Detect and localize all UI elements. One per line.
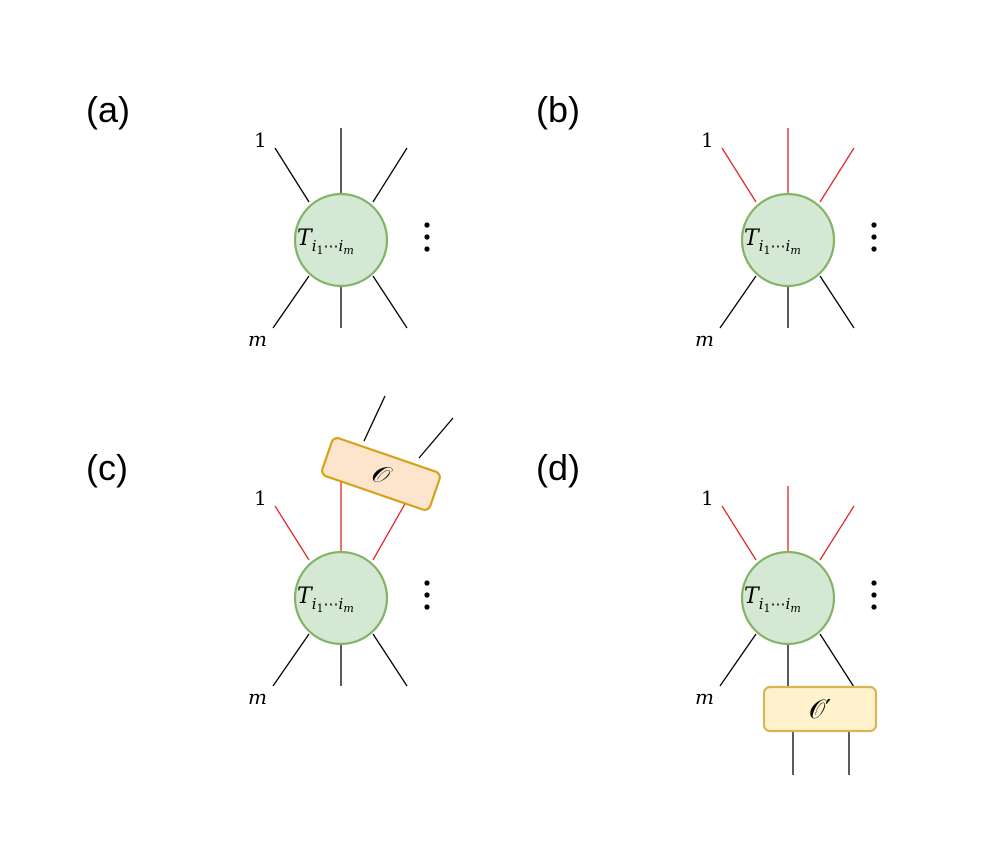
leg-bottom-right <box>819 275 855 329</box>
vertical-ellipsis-icon <box>424 222 430 252</box>
tensor-node <box>740 192 836 288</box>
panel-label-b: (b) <box>536 89 580 130</box>
leg-top-left <box>721 505 757 561</box>
leg-top-right <box>372 501 407 561</box>
leg-bottom-right <box>819 633 855 688</box>
panel-c: (c) 𝒪 Ti1⋯im 1 m <box>86 395 454 709</box>
operator-box: 𝒪 <box>321 437 441 511</box>
leg-top-right <box>372 147 408 203</box>
panel-label-c: (c) <box>86 447 128 488</box>
leg-top-right <box>819 147 855 203</box>
operator-label: 𝒪′ <box>809 695 831 725</box>
leg-bottom-left <box>272 275 310 329</box>
vertical-ellipsis-icon <box>871 222 877 252</box>
leg-label-first: 1 <box>701 486 714 510</box>
leg-bottom-right <box>372 275 408 329</box>
leg-top-left <box>274 505 310 561</box>
leg-bottom-right <box>372 633 408 687</box>
panel-b: (b) Ti1⋯im 1 m <box>536 89 877 351</box>
leg-label-last: m <box>248 327 267 351</box>
leg-bottom-left <box>719 275 757 329</box>
leg-label-first: 1 <box>254 128 267 152</box>
leg-label-last: m <box>248 685 267 709</box>
tensor-label: Ti1⋯im <box>297 584 354 615</box>
panel-label-a: (a) <box>86 89 130 130</box>
leg-bottom-left <box>272 633 310 687</box>
operator-output-leg-left <box>363 395 386 442</box>
tensor-node <box>740 550 836 646</box>
vertical-ellipsis-icon <box>424 580 430 610</box>
tensor-node <box>293 550 389 646</box>
leg-top-left <box>274 147 310 203</box>
tensor-node <box>293 192 389 288</box>
vertical-ellipsis-icon <box>871 580 877 610</box>
leg-bottom-left <box>719 633 757 687</box>
panel-label-d: (d) <box>536 447 580 488</box>
operator-output-leg-right <box>418 417 454 459</box>
leg-label-first: 1 <box>254 486 267 510</box>
leg-label-last: m <box>695 685 714 709</box>
panel-a: (a) Ti1⋯im 1 m <box>86 89 430 351</box>
tensor-label: Ti1⋯im <box>744 584 801 615</box>
tensor-label: Ti1⋯im <box>744 226 801 257</box>
leg-top-left <box>721 147 757 203</box>
panel-d: (d) 𝒪′ Ti1⋯im 1 m <box>536 447 878 775</box>
leg-label-last: m <box>695 327 714 351</box>
leg-label-first: 1 <box>701 128 714 152</box>
leg-top-right <box>819 505 855 561</box>
tensor-label: Ti1⋯im <box>297 226 354 257</box>
operator-box: 𝒪′ <box>762 685 878 733</box>
